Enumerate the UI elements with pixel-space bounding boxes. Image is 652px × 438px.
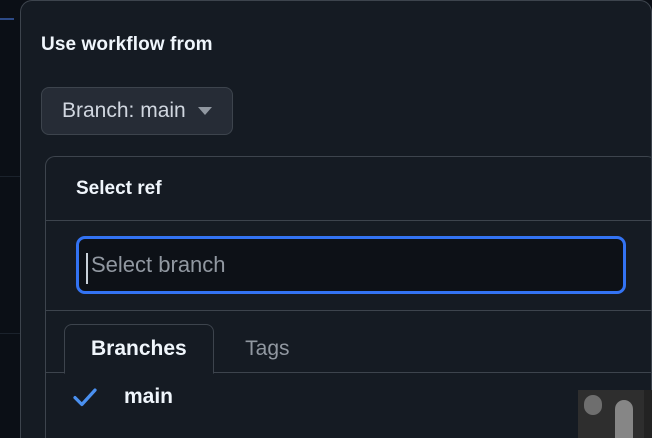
- backdrop-divider-bottom: [0, 333, 20, 334]
- backdrop-divider-top: [0, 176, 20, 177]
- list-item[interactable]: main: [46, 373, 651, 421]
- workflow-dispatch-dialog: Use workflow from Branch: main Select re…: [20, 0, 652, 438]
- text-cursor: [86, 253, 88, 284]
- scrollbar-thumb-horizontal[interactable]: [615, 400, 633, 438]
- chevron-down-icon: [197, 107, 212, 115]
- branch-selector-button[interactable]: Branch: main: [41, 87, 233, 135]
- select-ref-search-row: [46, 221, 651, 311]
- select-ref-panel: Select ref Branches Tags main: [45, 156, 651, 438]
- scrollbar-edge: [644, 390, 652, 438]
- select-ref-header: Select ref: [46, 157, 651, 221]
- dialog-title: Use workflow from: [41, 34, 213, 55]
- branch-search-input[interactable]: [76, 236, 626, 294]
- scrollbar-thumb-vertical[interactable]: [584, 395, 602, 415]
- ref-tabs: Branches Tags: [46, 323, 651, 374]
- tab-branches[interactable]: Branches: [64, 323, 214, 374]
- branch-selector-label: Branch: main: [62, 99, 186, 122]
- backdrop-accent-line: [0, 18, 14, 20]
- tab-tags[interactable]: Tags: [245, 336, 290, 360]
- check-icon: [68, 382, 102, 412]
- select-ref-title: Select ref: [76, 177, 162, 199]
- branch-name-label: main: [124, 385, 174, 408]
- branch-list: main: [46, 373, 651, 421]
